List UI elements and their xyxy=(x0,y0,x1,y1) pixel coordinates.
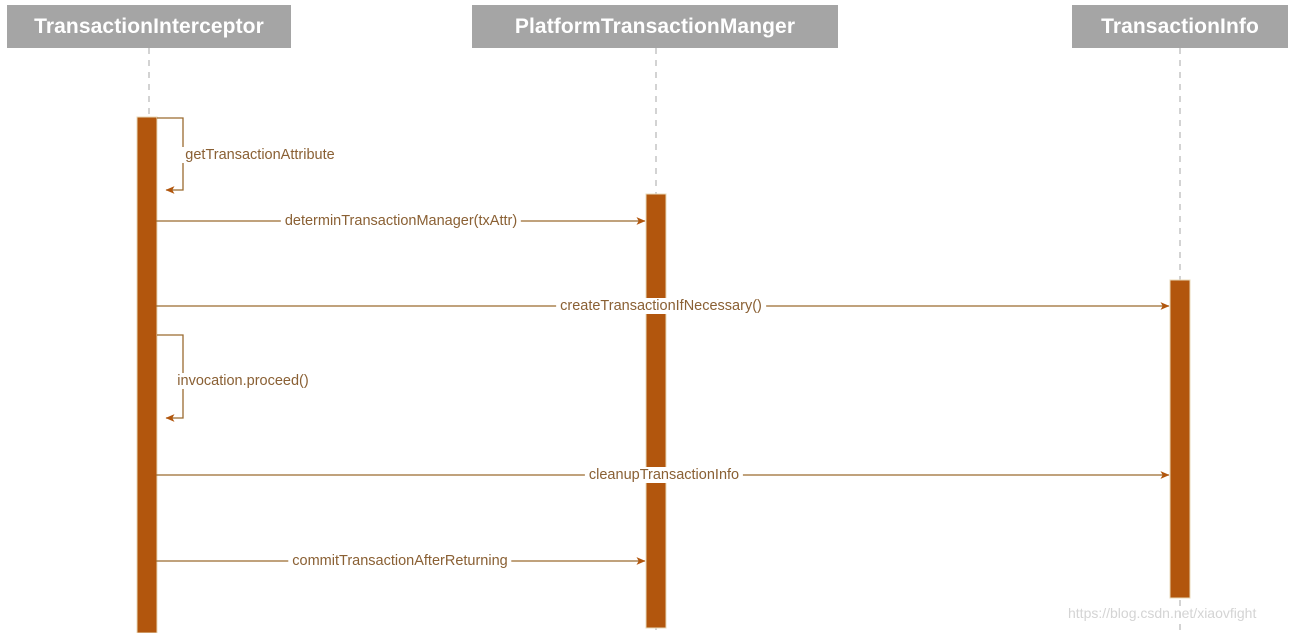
participant-header-transaction-info[interactable]: TransactionInfo xyxy=(1072,5,1288,48)
participant-header-transaction-interceptor[interactable]: TransactionInterceptor xyxy=(7,5,291,48)
activation-bar-transaction-info xyxy=(1169,279,1191,599)
activation-bar-transaction-interceptor xyxy=(136,116,158,633)
activation-bar-platform-transaction-manger xyxy=(645,193,667,629)
participant-label: TransactionInfo xyxy=(1101,14,1259,38)
self-message-msg-get-transaction-attribute xyxy=(157,117,184,194)
watermark-text: https://blog.csdn.net/xiaovfight xyxy=(1068,605,1257,621)
message-label-msg-get-transaction-attribute: getTransactionAttribute xyxy=(181,147,339,163)
message-label-msg-cleanup-transaction-info: cleanupTransactionInfo xyxy=(584,467,744,483)
self-message-path xyxy=(157,117,184,194)
message-label-msg-determin-transaction-manager: determinTransactionManager(txAttr) xyxy=(280,213,522,229)
participant-header-platform-transaction-manger[interactable]: PlatformTransactionManger xyxy=(472,5,838,48)
participant-label: PlatformTransactionManger xyxy=(514,14,796,38)
message-label-msg-commit-transaction-after-returning: commitTransactionAfterReturning xyxy=(288,553,512,569)
message-label-msg-invocation-proceed: invocation.proceed() xyxy=(173,373,313,389)
participant-label: TransactionInterceptor xyxy=(34,14,264,38)
message-label-msg-create-transaction-if-necessary: createTransactionIfNecessary() xyxy=(556,298,766,314)
